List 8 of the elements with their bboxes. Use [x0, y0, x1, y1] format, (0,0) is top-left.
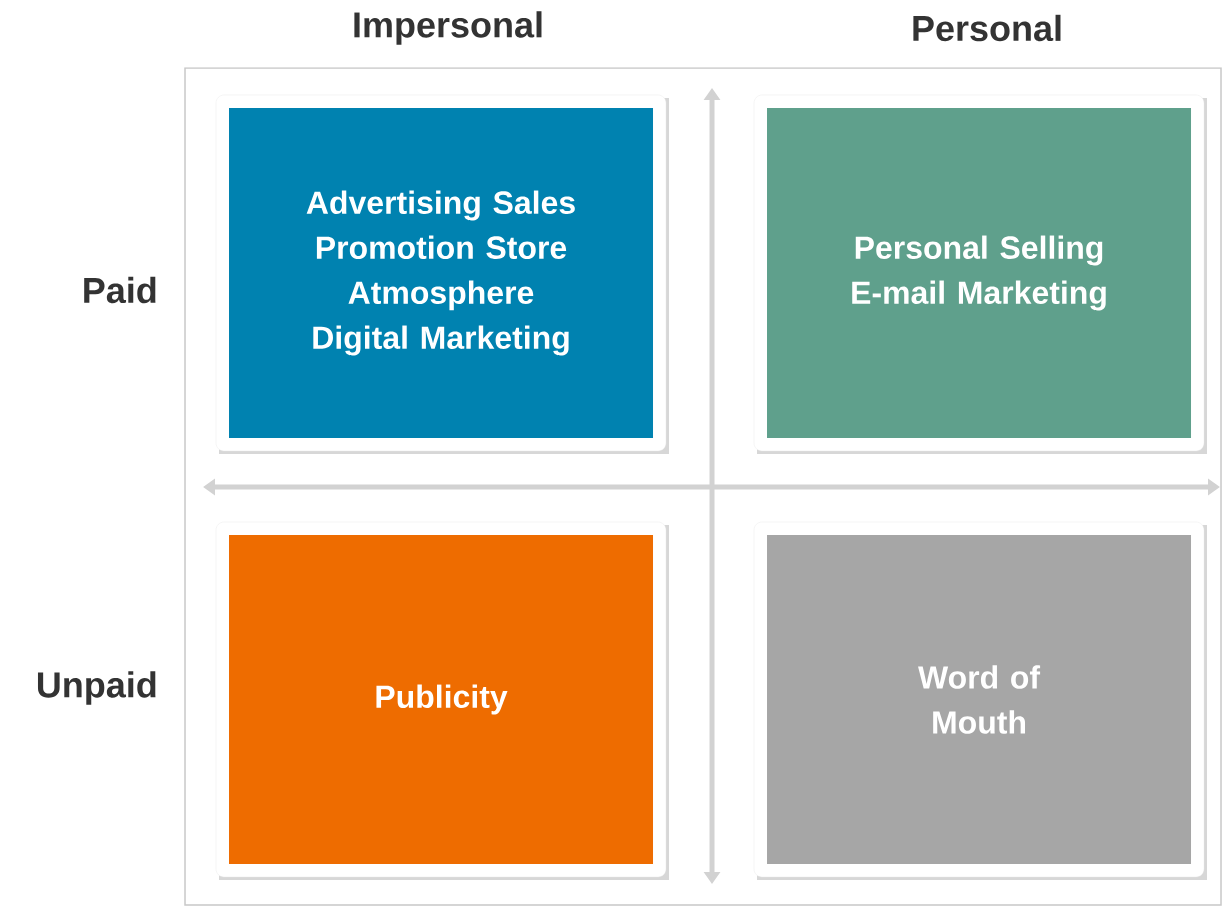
quadrant-box: Personal Selling E-mail Marketing [753, 94, 1207, 454]
axis-label: Unpaid [37, 671, 156, 705]
axis-label: Personal [913, 14, 1061, 42]
axis-label: Impersonal [354, 11, 542, 45]
quadrant-box: Publicity [215, 521, 669, 880]
axis-label: Paid [84, 276, 156, 304]
quadrant-box: Advertising Sales Promotion Store Atmosphere Digital Marketing [215, 94, 669, 454]
quadrant-box: Word of Mouth [753, 521, 1207, 880]
